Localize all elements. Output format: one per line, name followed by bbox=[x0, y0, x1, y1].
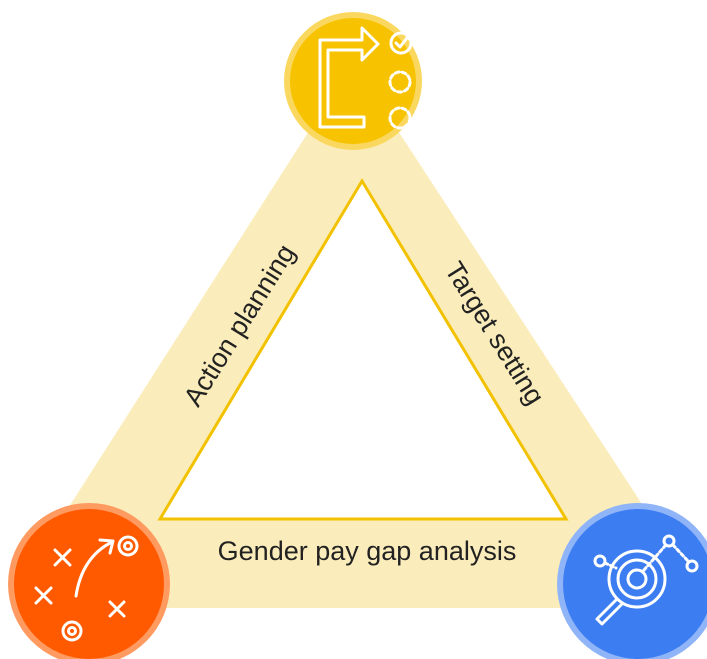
node-bottom-left bbox=[8, 503, 170, 659]
node-top bbox=[284, 12, 422, 150]
magnifier-analysis-icon bbox=[593, 534, 699, 626]
edge-label-bottom: Gender pay gap analysis bbox=[218, 536, 517, 566]
node-bottom-right bbox=[557, 503, 707, 659]
strategy-play-icon bbox=[34, 535, 139, 642]
redirect-checklist-icon bbox=[318, 26, 413, 130]
inner-triangle bbox=[157, 178, 569, 521]
